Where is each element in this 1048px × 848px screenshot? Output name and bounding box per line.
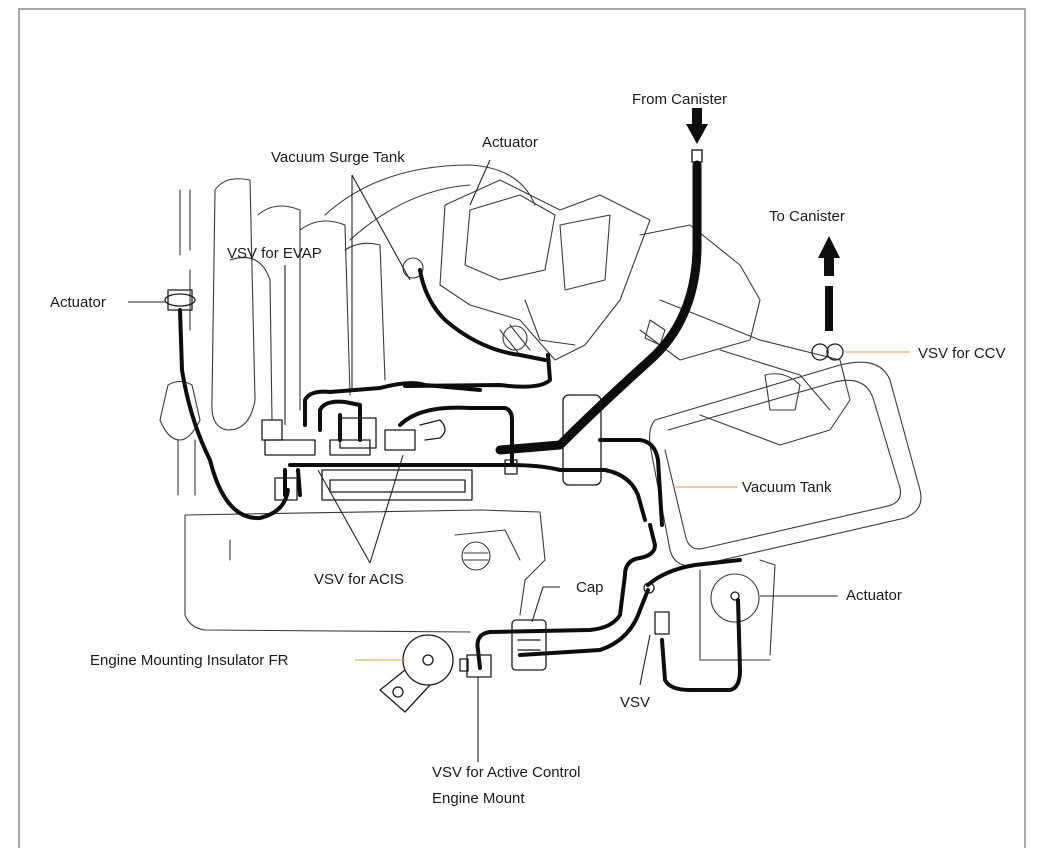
label-vsv-for-ccv: VSV for CCV — [918, 345, 1006, 362]
label-engine-mounting-insulator: Engine Mounting Insulator FR — [90, 652, 289, 669]
label-vacuum-tank: Vacuum Tank — [742, 479, 832, 496]
label-vsv-for-acis: VSV for ACIS — [314, 571, 404, 588]
throttle-body-housing — [439, 179, 851, 446]
label-vsv-active-control-line2: Engine Mount — [432, 790, 525, 807]
leader-lines — [128, 159, 910, 762]
image-frame — [18, 8, 1026, 848]
label-vsv-for-evap: VSV for EVAP — [227, 245, 322, 262]
label-actuator-left: Actuator — [50, 294, 106, 311]
label-vsv: VSV — [620, 694, 650, 711]
vacuum-tank — [649, 361, 922, 567]
from-canister-arrow — [686, 108, 708, 163]
label-vacuum-surge-tank: Vacuum Surge Tank — [271, 149, 405, 166]
vacuum-hoses — [178, 160, 742, 692]
label-to-canister: To Canister — [769, 208, 845, 225]
label-actuator-top: Actuator — [482, 134, 538, 151]
label-actuator-right: Actuator — [846, 587, 902, 604]
label-cap: Cap — [576, 579, 604, 596]
label-vsv-active-control-line1: VSV for Active Control — [432, 764, 580, 781]
to-canister-arrow — [818, 236, 840, 331]
label-from-canister: From Canister — [632, 91, 727, 108]
engine-block-outline — [159, 164, 546, 633]
right-actuator-body — [699, 559, 776, 661]
